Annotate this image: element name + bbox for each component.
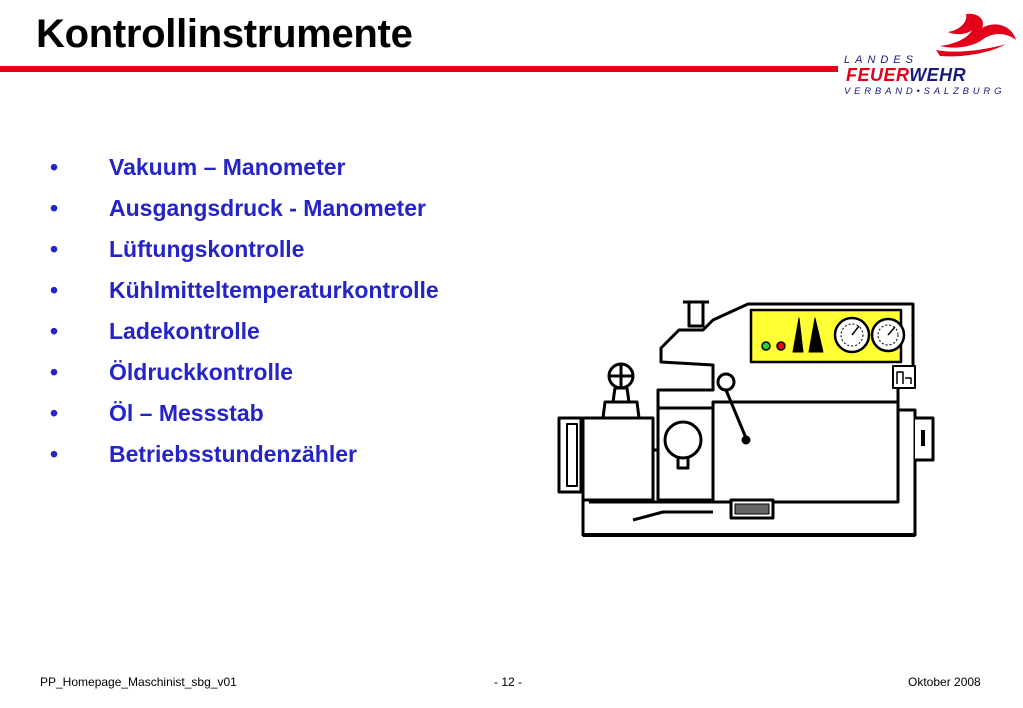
oil-dipstick-icon <box>716 372 736 392</box>
bullet-text: Kühlmitteltemperaturkontrolle <box>109 277 439 303</box>
logo-line-verband: VERBAND•SALZBURG <box>844 86 1006 97</box>
bullet-text: Vakuum – Manometer <box>109 154 346 180</box>
bullet-marker: • <box>50 154 59 180</box>
bullet-marker: • <box>50 195 59 221</box>
indicator-wedge-icon <box>808 317 824 353</box>
round-gauge-icon <box>663 420 703 460</box>
feuerwehr-logo: LANDES FEUERWEHR VERBAND•SALZBURG <box>840 10 1020 102</box>
footer-filename: PP_Homepage_Maschinist_sbg_v01 <box>40 675 237 689</box>
bullet-marker: • <box>50 400 59 426</box>
logo-wehr: WEHR <box>909 65 967 85</box>
green-indicator-icon <box>761 341 771 351</box>
logo-line-feuerwehr: FEUERWEHR <box>846 65 966 86</box>
title-underline <box>0 66 838 72</box>
bullet-text: Ladekontrolle <box>109 318 260 344</box>
footer-date: Oktober 2008 <box>908 675 981 689</box>
bullet-text: Lüftungskontrolle <box>109 236 305 262</box>
bullet-text: Ausgangsdruck - Manometer <box>109 195 426 221</box>
footer-page-number: - 12 - <box>494 675 523 689</box>
bullet-text: Öldruckkontrolle <box>109 359 294 385</box>
bullet-text: Betriebsstundenzähler <box>109 441 357 467</box>
bullet-text: Öl – Messstab <box>109 400 264 426</box>
slide-title: Kontrollinstrumente <box>36 12 413 56</box>
bullet-marker: • <box>50 359 59 385</box>
logo-feuer: FEUER <box>846 65 910 85</box>
bullet-marker: • <box>50 236 59 262</box>
bullet-marker: • <box>50 277 59 303</box>
bullet-marker: • <box>50 318 59 344</box>
logo-line-landes: LANDES <box>844 54 919 66</box>
indicator-wedge-icon <box>792 317 804 353</box>
pump-machine-illustration <box>557 300 935 537</box>
red-indicator-icon <box>776 341 786 351</box>
flame-emblem-icon <box>936 13 1016 57</box>
bullet-marker: • <box>50 441 59 467</box>
